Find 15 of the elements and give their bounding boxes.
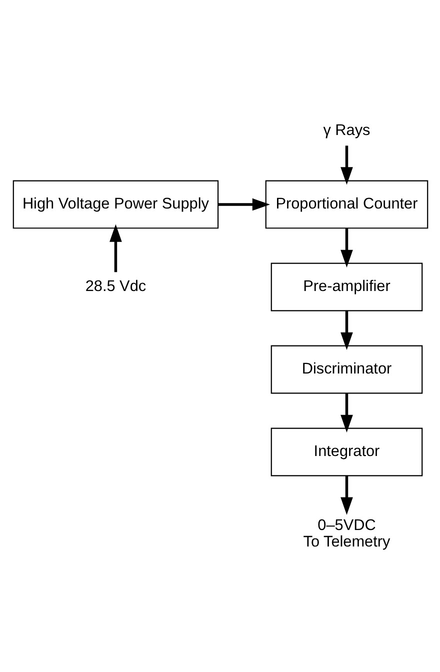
- arrow: [340, 310, 352, 350]
- node-text: 0–5VDC To Telemetry: [302, 516, 390, 550]
- node-text: 28.5 Vdc: [84, 278, 146, 295]
- node-box: Discriminator: [270, 344, 422, 394]
- arrow: [340, 392, 352, 432]
- arrow: [109, 224, 122, 272]
- arrow: [340, 145, 352, 184]
- node-box: Integrator: [270, 427, 422, 476]
- arrow: [218, 198, 270, 210]
- arrow: [340, 475, 352, 514]
- node-text: γ Rays: [322, 121, 370, 138]
- arrow: [340, 228, 352, 267]
- node-box: Proportional Counter: [264, 180, 428, 228]
- node-box: Pre-amplifier: [270, 262, 422, 311]
- node-box: High Voltage Power Supply: [12, 180, 218, 228]
